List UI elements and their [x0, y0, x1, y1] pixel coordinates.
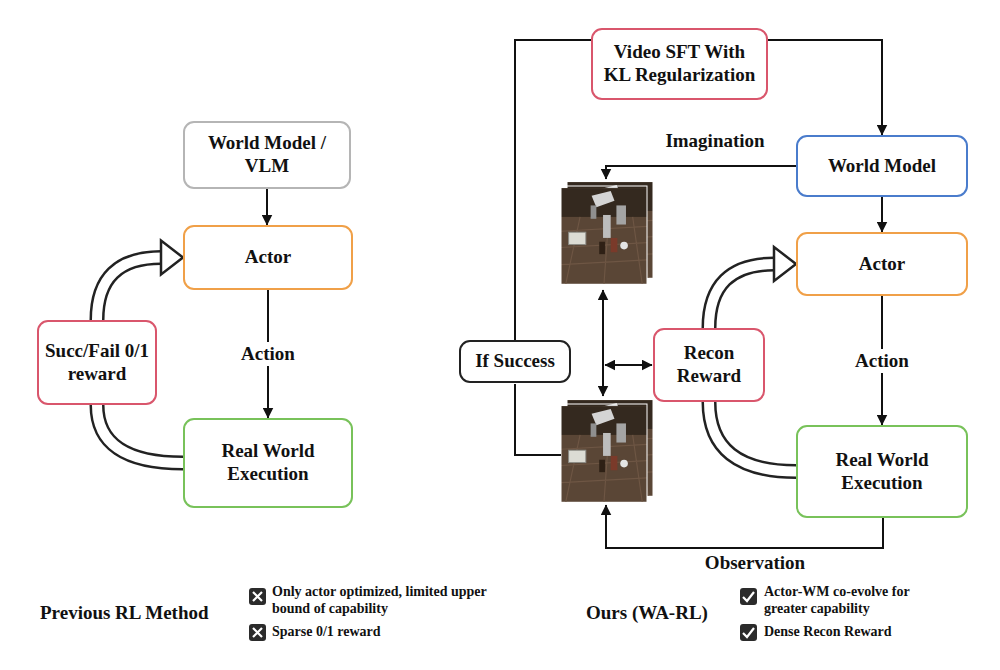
node-text: If Success — [475, 350, 555, 373]
legend-note: Dense Recon Reward — [764, 624, 964, 641]
connector-arrow — [709, 402, 796, 472]
reward-arrow — [605, 364, 652, 366]
legend-heading: Ours (WA-RL) — [586, 602, 736, 625]
cross-icon — [249, 588, 266, 605]
legend-note: Actor-WM co-evolve for greater capabilit… — [764, 584, 944, 618]
hollow-arrow-head — [161, 241, 183, 275]
hollow-shaft — [709, 402, 796, 472]
node-text: Video SFT With KL Regularization — [598, 41, 761, 87]
check-icon — [740, 624, 757, 641]
connector-arrow — [515, 40, 591, 340]
legend-heading: Previous RL Method — [40, 602, 245, 625]
connector-line — [266, 189, 268, 225]
execution-box: Real World Execution — [183, 418, 353, 508]
actor-box: Actor — [183, 225, 353, 290]
hollow-shaft — [97, 258, 161, 321]
connector-line — [881, 197, 883, 232]
hollow-shaft — [97, 405, 183, 463]
connector-arrow — [97, 405, 183, 463]
frame-edge — [561, 186, 647, 286]
hollow-shaft-inner — [709, 402, 796, 472]
connector-arrow — [768, 40, 882, 135]
node-text: Recon Reward — [660, 342, 758, 388]
model-box: World Model / VLM — [183, 121, 351, 189]
node-text: Succ/Fail 0/1 reward — [44, 340, 150, 386]
edge-label: Action — [238, 342, 298, 366]
training-box: Video SFT With KL Regularization — [591, 28, 768, 100]
legend-note: Only actor optimized, limited upper boun… — [272, 584, 507, 618]
model-box: World Model — [796, 135, 968, 197]
flow-label: Observation — [680, 552, 830, 575]
condition-box: If Success — [459, 340, 571, 383]
cross-icon — [249, 624, 266, 641]
flow-label: Imagination — [640, 130, 790, 153]
hollow-arrow-head — [774, 247, 796, 281]
hollow-shaft-inner — [709, 264, 774, 328]
node-text: World Model — [828, 155, 936, 178]
check-icon — [740, 588, 757, 605]
success-line — [515, 384, 561, 455]
frame-edge — [561, 404, 647, 504]
connector-arrow — [882, 197, 883, 232]
hollow-shaft — [709, 264, 774, 328]
edge-label: Action — [852, 349, 912, 373]
scene-image — [561, 188, 647, 284]
imagination-line — [606, 166, 796, 179]
connector-line — [768, 40, 882, 135]
reward-box: Recon Reward — [653, 328, 765, 402]
hollow-shaft-inner — [97, 405, 183, 463]
scene-image — [561, 406, 647, 502]
compare-arrow — [602, 290, 604, 396]
connector-arrow — [267, 189, 268, 225]
node-text: World Model / VLM — [190, 132, 344, 178]
connector-arrow — [709, 247, 796, 328]
hollow-shaft-inner — [97, 258, 161, 321]
actor-box: Actor — [796, 232, 968, 296]
reward-box: Succ/Fail 0/1 reward — [37, 320, 157, 405]
observed-frames — [561, 398, 653, 504]
imagined-frames — [561, 180, 653, 286]
node-text: Actor — [245, 246, 291, 269]
connector-line — [515, 40, 591, 340]
legend-note: Sparse 0/1 reward — [272, 624, 472, 641]
node-text: Real World Execution — [803, 449, 961, 495]
connector-arrow — [97, 241, 183, 321]
node-text: Real World Execution — [190, 440, 346, 486]
execution-box: Real World Execution — [796, 425, 968, 518]
node-text: Actor — [859, 253, 905, 276]
